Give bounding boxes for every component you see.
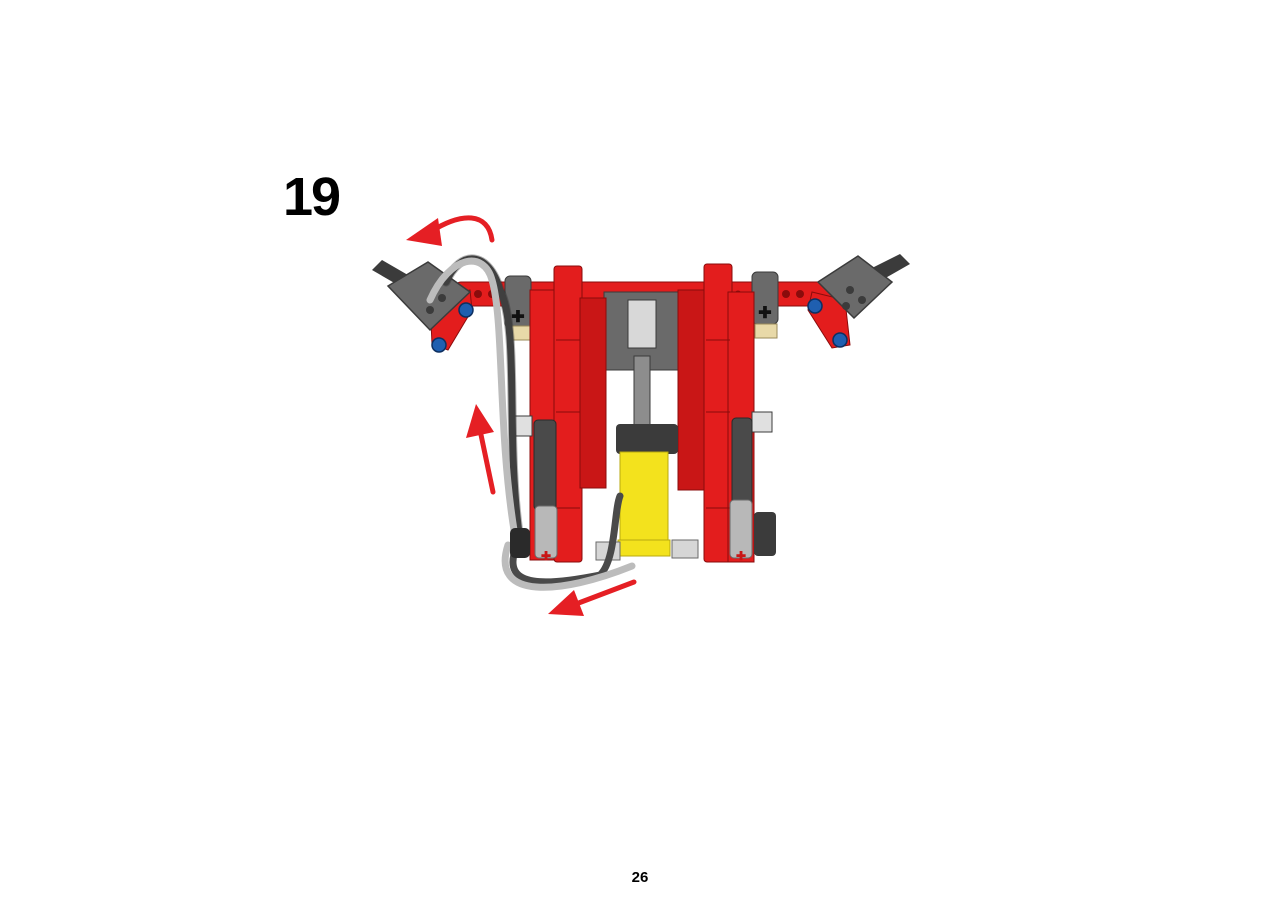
curved-arrow-icon — [406, 215, 495, 246]
page-number: 26 — [631, 869, 649, 886]
pneumatic-hoses — [426, 254, 636, 591]
assembly-illustration: ✚ ✚ ✚ ✚ — [372, 215, 910, 616]
right-angle-assembly — [807, 254, 910, 349]
svg-text:✚: ✚ — [758, 305, 771, 322]
svg-text:✚: ✚ — [541, 549, 551, 563]
step-number: 19 — [283, 167, 341, 227]
center-frame — [603, 291, 679, 433]
pneumatic-cylinder — [616, 424, 678, 557]
svg-text:✚: ✚ — [511, 309, 524, 326]
svg-text:✚: ✚ — [736, 549, 746, 563]
left-angle-assembly — [372, 260, 474, 353]
left-arrow-icon — [548, 579, 637, 616]
up-arrow-icon — [466, 404, 496, 495]
